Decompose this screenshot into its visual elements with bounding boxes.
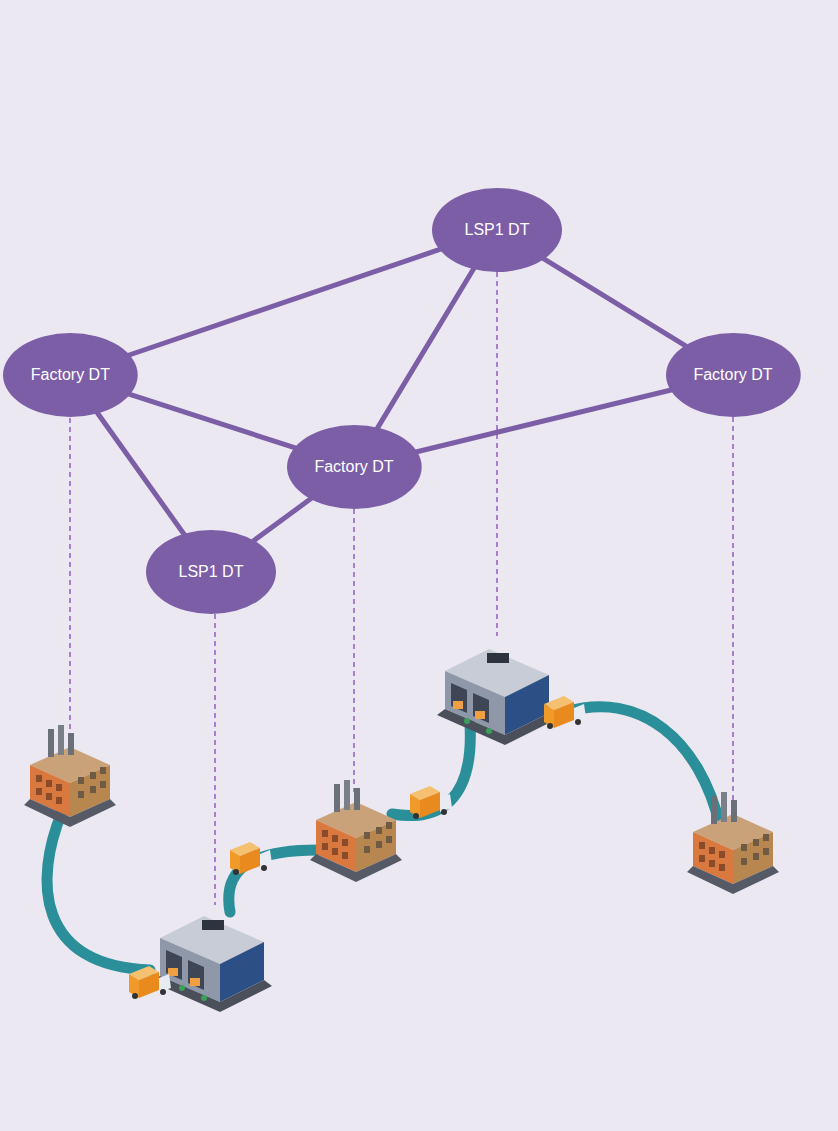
twin-link — [415, 390, 672, 452]
twin-link — [128, 394, 296, 448]
digital-twin-ellipse: Factory DT — [287, 425, 422, 509]
ellipse-shape — [3, 333, 138, 417]
digital-twin-ellipse: Factory DT — [666, 333, 801, 417]
ellipse-shape — [146, 530, 276, 614]
twin-link — [128, 249, 441, 356]
digital-twin-ellipse: LSP1 DT — [146, 530, 276, 614]
digital-twin-ellipse: Factory DT — [3, 333, 138, 417]
ellipse-shape — [432, 188, 562, 272]
twin-link — [377, 268, 474, 429]
digital-twin-ellipse: LSP1 DT — [432, 188, 562, 272]
node-label: Factory DT — [693, 366, 772, 384]
node-label: LSP1 DT — [179, 563, 244, 581]
twin-link — [253, 498, 312, 541]
ellipse-shape — [666, 333, 801, 417]
ellipse-shape — [287, 425, 422, 509]
node-label: Factory DT — [31, 366, 110, 384]
node-label: LSP1 DT — [465, 221, 530, 239]
node-label: Factory DT — [314, 458, 393, 476]
twin-link — [543, 258, 687, 346]
twin-link — [97, 412, 185, 535]
